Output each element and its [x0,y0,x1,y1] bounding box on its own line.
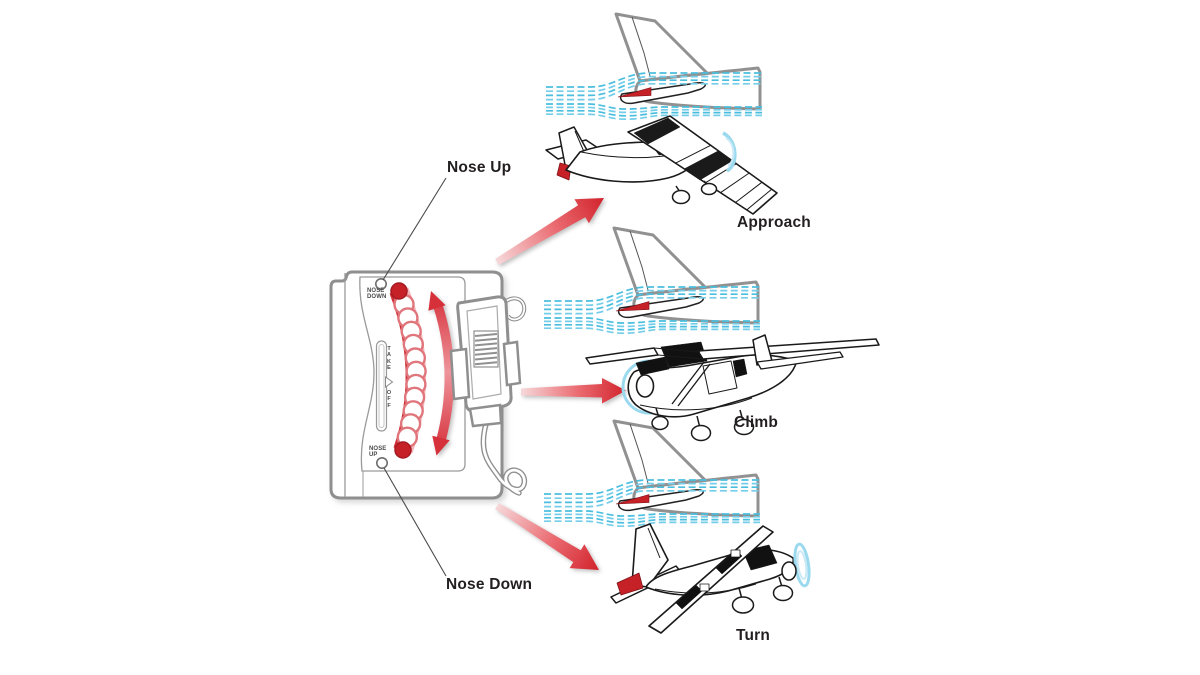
placard-nose-up: NOSE UP [369,446,387,459]
tail-airflow-approach [544,12,764,121]
arrow-to-approach-icon [495,198,604,265]
nose-down-leader-line [383,467,447,577]
trim-wheel[interactable] [389,282,427,459]
nose-up-indicator [375,456,388,469]
placard-nose-down-line2: DOWN [367,293,387,300]
placard-nose-up-line2: UP [369,451,378,458]
placard-takeoff-word2: OFF [386,390,392,409]
propeller-ellipse-turn-icon [793,542,811,588]
hand-microphone [449,295,528,496]
placard-takeoff-word1: TAKE [387,346,391,372]
takeoff-pointer-icon [385,376,394,388]
arrow-to-climb-icon [521,378,626,404]
propeller-arc-approach-icon [722,131,737,173]
nose-down-indicator [374,277,387,290]
nose-down-label: Nose Down [446,576,533,593]
nose-up-leader-line [382,177,447,281]
placard-nose-up-line1: NOSE [369,446,387,452]
wheel-rotation-arrow-icon [428,291,454,456]
aircraft-turn [610,523,811,634]
arrow-to-turn-icon [495,503,599,570]
approach-label: Approach [737,214,811,231]
tail-airflow-climb [542,226,762,335]
climb-label: Climb [734,414,779,431]
tail-airflow-turn [542,419,762,528]
placard-nose-down: NOSE DOWN [367,288,387,301]
turn-label: Turn [736,627,771,644]
aircraft-climb [585,334,880,442]
placard-nose-down-line1: NOSE [367,288,385,294]
nose-up-label: Nose Up [447,159,512,176]
aircraft-approach [545,115,778,215]
